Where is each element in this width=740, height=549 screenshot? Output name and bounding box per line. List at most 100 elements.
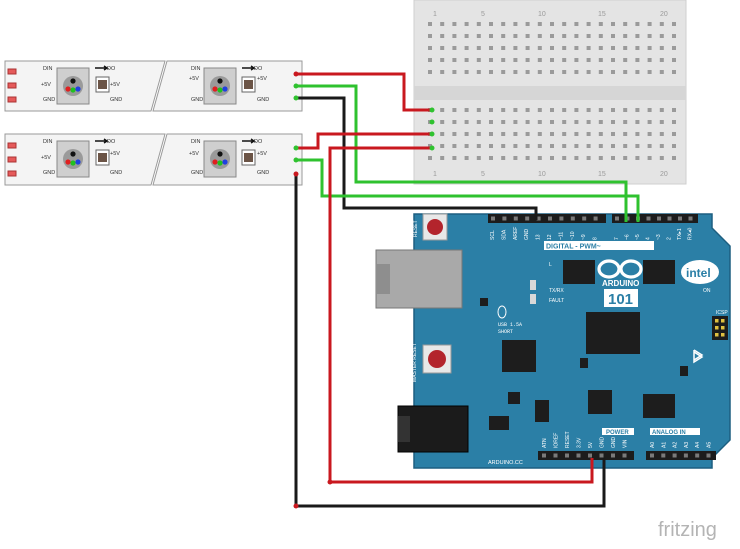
breadboard-hole xyxy=(537,46,542,50)
breadboard-hole xyxy=(476,70,481,74)
strip-gnd-out-label: GND xyxy=(110,170,122,176)
led-red-dot xyxy=(212,86,218,92)
digital-pin-label: 2 xyxy=(667,237,673,240)
led-strip-top: DIN +5V GND DO +5V GND DIN +5V GND DO +5… xyxy=(4,60,303,112)
strip-do-label: DO xyxy=(107,139,116,145)
breadboard-hole xyxy=(672,34,676,38)
breadboard-hole xyxy=(550,58,554,62)
breadboard-hole xyxy=(452,144,457,148)
header-pin xyxy=(491,216,495,221)
strip-do-label: DO xyxy=(107,66,116,72)
header-pin xyxy=(683,453,688,458)
breadboard-hole xyxy=(562,156,567,160)
digital-header-bar xyxy=(544,241,654,250)
analog-pin-label: A2 xyxy=(673,442,679,448)
led-blue-dot xyxy=(75,159,81,165)
breadboard-hole xyxy=(562,46,567,50)
power-pin-label: 3.3V xyxy=(577,437,583,448)
breadboard-hole xyxy=(635,58,640,62)
breadboard-hole xyxy=(659,58,664,62)
breadboard-hole xyxy=(586,156,591,160)
analog-pin-label: A1 xyxy=(661,442,667,448)
led-green-dot xyxy=(70,87,76,93)
breadboard-hole xyxy=(647,144,652,148)
breadboard-hole xyxy=(586,120,591,124)
usb-connector-inner xyxy=(376,264,390,294)
strip-do-label: DO xyxy=(254,66,263,72)
analog-header-holes xyxy=(650,453,711,458)
breadboard-hole xyxy=(672,144,676,148)
breadboard-hole xyxy=(501,108,506,112)
strip-do-label: DO xyxy=(254,139,263,145)
breadboard-hole xyxy=(562,70,567,74)
strip-pad xyxy=(7,82,17,89)
breadboard-hole xyxy=(513,132,518,136)
breadboard-hole xyxy=(623,156,628,160)
breadboard-hole xyxy=(513,120,518,124)
wire-end xyxy=(293,145,299,151)
breadboard-hole xyxy=(513,46,518,50)
breadboard-hole xyxy=(562,58,567,62)
breadboard-hole xyxy=(647,120,652,124)
breadboard-hole xyxy=(672,22,676,26)
breadboard-hole xyxy=(635,46,640,50)
breadboard-hole xyxy=(574,120,579,124)
header-pin xyxy=(667,216,672,221)
breadboard-hole xyxy=(489,156,493,160)
breadboard-hole xyxy=(513,108,518,112)
digital-pin-label: ~11 xyxy=(558,232,564,240)
wire-end xyxy=(293,95,299,101)
arduino-logo-right-loop xyxy=(619,259,643,279)
fritzing-watermark: fritzing xyxy=(658,519,717,541)
master-reset-button-cap[interactable] xyxy=(428,350,446,368)
icsp-pin xyxy=(721,319,725,323)
breadboard-hole xyxy=(611,132,615,136)
strip-gnd-out-label: GND xyxy=(257,170,269,176)
l-led-label: L xyxy=(549,262,552,268)
breadboard-hole xyxy=(537,144,542,148)
breadboard-hole xyxy=(440,46,445,50)
wire-end xyxy=(293,71,299,77)
digital-pin-label: GND xyxy=(524,229,530,241)
led-green-dot xyxy=(70,160,76,166)
wire-end xyxy=(327,479,333,485)
chip xyxy=(480,298,488,306)
strip-5v-out-label: +5V xyxy=(110,82,120,88)
breadboard-hole xyxy=(659,132,664,136)
breadboard-hole xyxy=(659,46,664,50)
breadboard-hole xyxy=(635,144,640,148)
digital-pin-label: ~10 xyxy=(570,231,576,240)
breadboard-hole xyxy=(489,58,493,62)
strip-pad xyxy=(7,156,17,163)
digital-pin-label: 7 xyxy=(614,237,620,240)
analog-pin-label: A3 xyxy=(684,442,690,448)
led-strip-bottom: DIN +5V GND DO +5V GND DIN +5V GND DO +5… xyxy=(4,133,303,186)
breadboard-hole xyxy=(672,120,676,124)
data-arrow-icon xyxy=(95,138,110,144)
breadboard-hole xyxy=(525,70,530,74)
breadboard-hole xyxy=(550,46,554,50)
breadboard-col-label: 10 xyxy=(538,11,546,18)
breadboard-hole xyxy=(489,34,493,38)
breadboard-hole xyxy=(562,22,567,26)
breadboard-hole xyxy=(598,108,603,112)
breadboard-hole xyxy=(464,70,469,74)
icsp-header xyxy=(712,316,728,340)
intel-logo: intel xyxy=(686,266,711,280)
strip-5v-label: +5V xyxy=(41,155,51,161)
breadboard-hole xyxy=(525,132,530,136)
reset-button-cap[interactable] xyxy=(427,219,443,235)
breadboard-hole xyxy=(659,22,664,26)
breadboard-hole xyxy=(476,120,481,124)
chip xyxy=(508,392,520,404)
strip-pad xyxy=(7,142,17,149)
breadboard-hole xyxy=(672,46,676,50)
breadboard-center-channel xyxy=(414,86,686,100)
breadboard-hole xyxy=(501,46,506,50)
strip-din-label: DIN xyxy=(191,66,201,72)
breadboard-hole xyxy=(476,144,481,148)
wire-end xyxy=(429,131,435,137)
breadboard-hole xyxy=(574,34,579,38)
